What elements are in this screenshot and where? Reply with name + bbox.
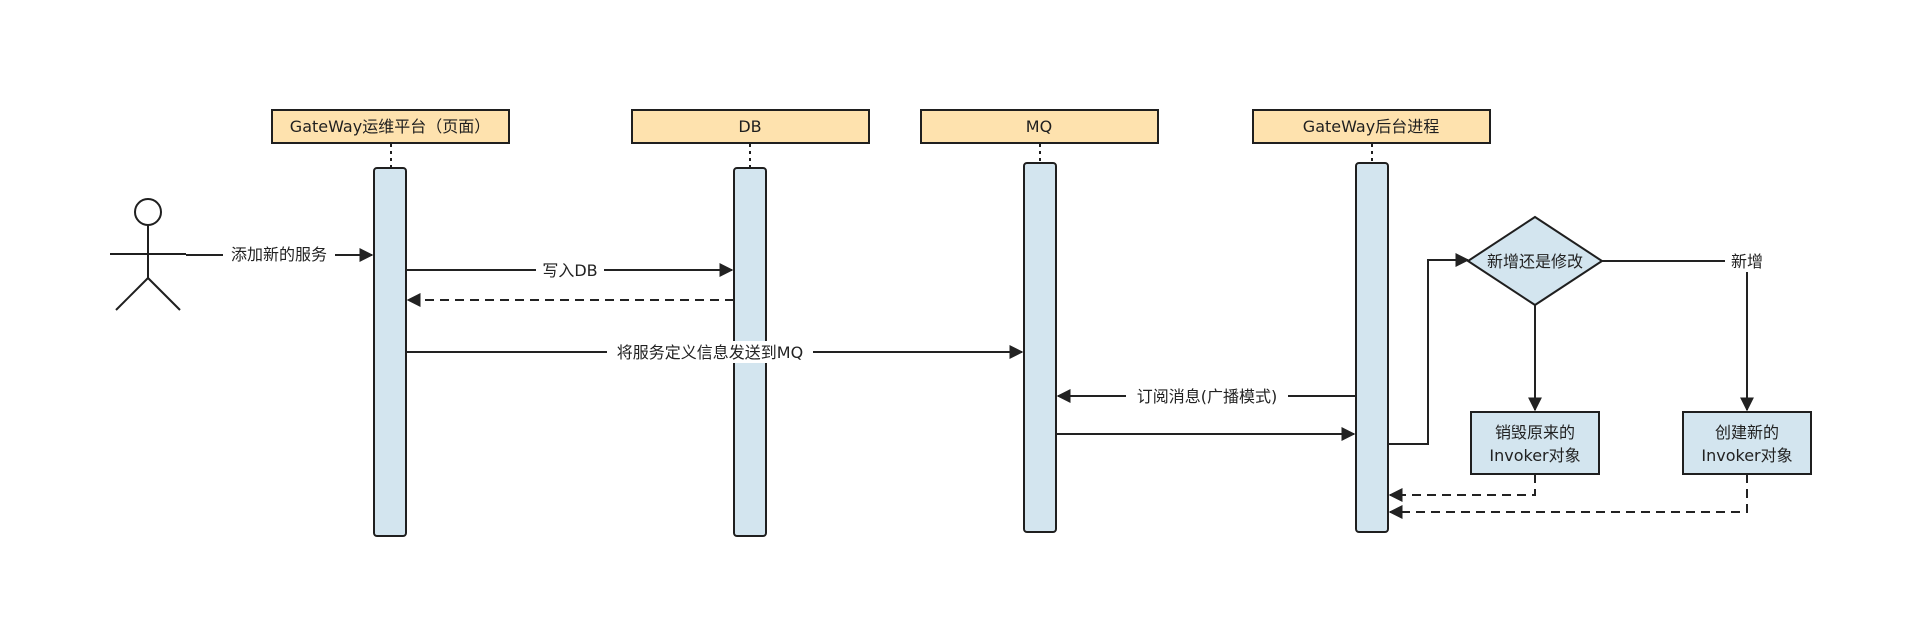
activation-ops-platform: [373, 167, 407, 537]
participant-ops-platform: GateWay运维平台（页面）: [271, 109, 510, 144]
activation-backend: [1355, 162, 1389, 533]
decision-question-label: 新增还是修改: [1487, 252, 1583, 271]
decision-branch-new-label: 新增: [1731, 252, 1763, 271]
message-add-service-label: 添加新的服务: [231, 245, 327, 264]
connector-decision-to-create: [1602, 260, 1754, 412]
participant-backend: GateWay后台进程: [1252, 109, 1491, 144]
message-write-db-label: 写入DB: [542, 261, 597, 280]
activation-mq: [1023, 162, 1057, 533]
process-destroy-line2: Invoker对象: [1489, 446, 1580, 465]
process-create-line1: 创建新的: [1715, 423, 1779, 442]
process-destroy-invoker: [1470, 411, 1600, 475]
participant-ops-platform-label: GateWay运维平台（页面）: [290, 117, 490, 136]
connector-backend-to-decision: [1388, 253, 1470, 445]
process-destroy-line1: 销毁原来的: [1495, 423, 1575, 442]
participant-mq: MQ: [920, 109, 1159, 144]
actor-user-icon: [110, 198, 186, 311]
message-send-to-mq-label: 将服务定义信息发送到MQ: [617, 343, 803, 362]
participant-mq-label: MQ: [1026, 117, 1052, 136]
participant-db-label: DB: [738, 117, 761, 136]
participant-db: DB: [631, 109, 870, 144]
return-destroy-to-backend: [1388, 474, 1536, 502]
process-create-line2: Invoker对象: [1701, 446, 1792, 465]
participant-backend-label: GateWay后台进程: [1303, 117, 1439, 136]
return-create-to-backend: [1388, 474, 1748, 519]
message-subscribe-label: 订阅消息(广播模式): [1137, 387, 1278, 406]
process-create-invoker: [1682, 411, 1812, 475]
